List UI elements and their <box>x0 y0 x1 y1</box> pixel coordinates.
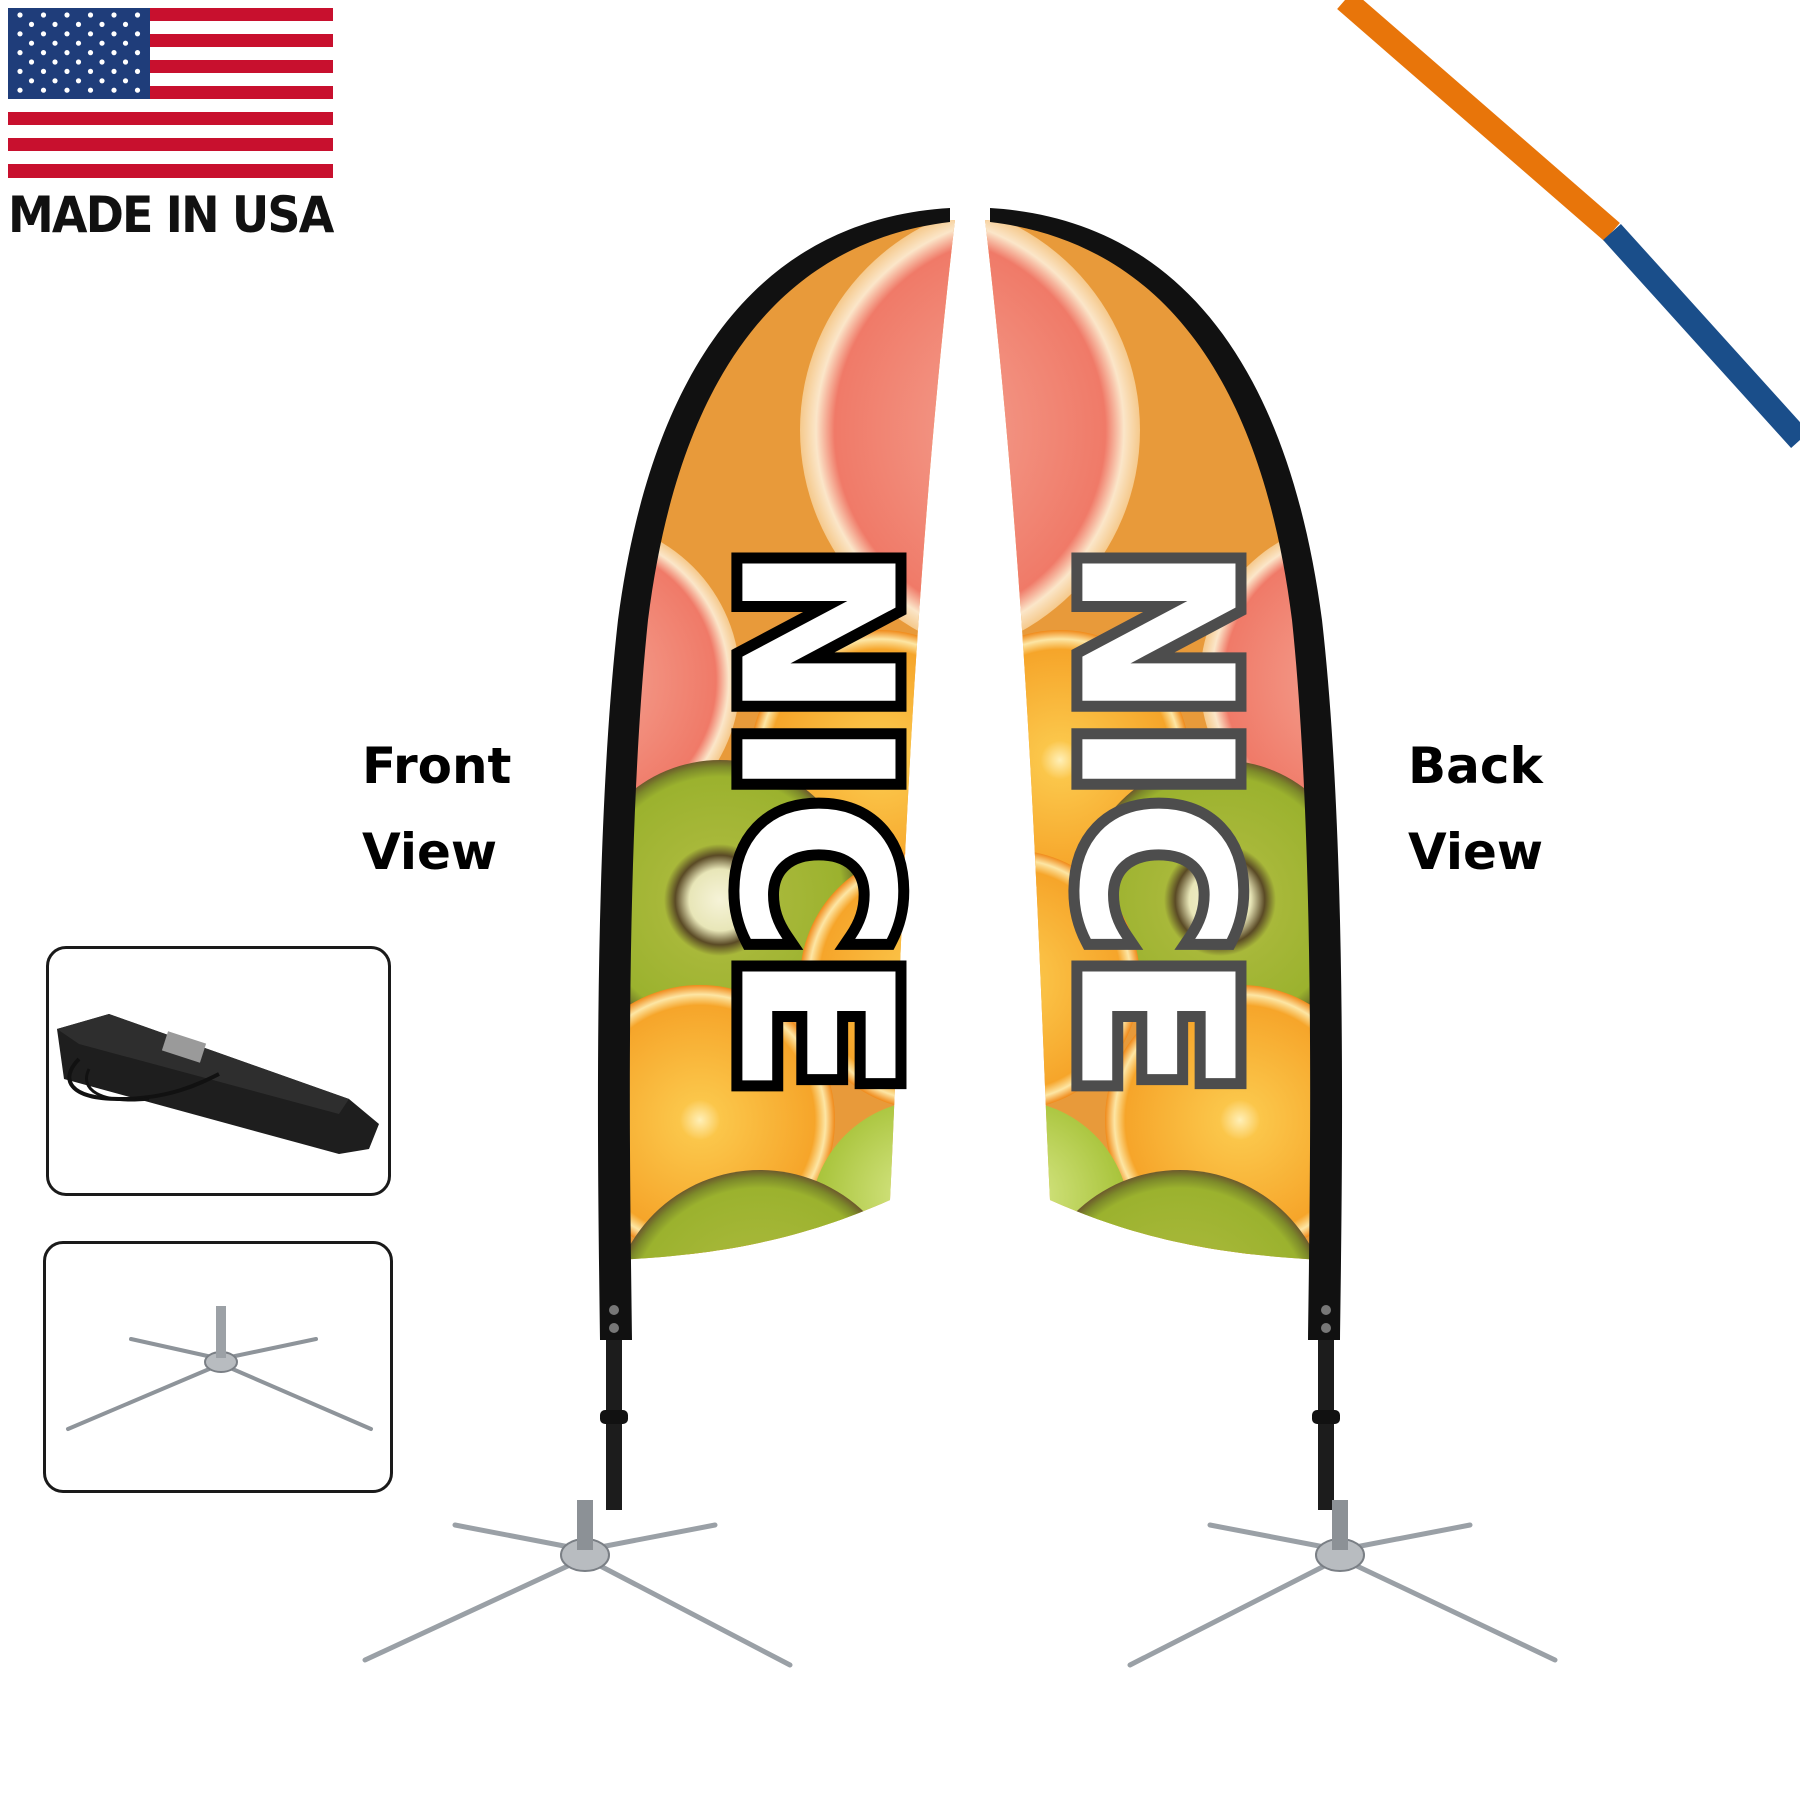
front-view-label-line2: View <box>362 823 498 881</box>
svg-text:NICE: NICE <box>692 544 937 1095</box>
flag-star <box>99 78 105 84</box>
flag-star <box>52 21 58 27</box>
flag-star <box>87 68 94 74</box>
flag-star <box>64 50 70 56</box>
back-view-label-line1: Back <box>1408 737 1543 795</box>
flag-star <box>52 78 58 84</box>
flag-star <box>111 50 117 56</box>
flag-star <box>99 59 105 65</box>
flag-star <box>64 68 70 74</box>
flag-star <box>40 12 47 18</box>
flag-star <box>17 31 23 37</box>
flag-star <box>28 40 35 46</box>
flag-star <box>28 21 35 27</box>
front-view-label-line1: Front <box>362 737 512 795</box>
svg-text:NICE: NICE <box>1032 544 1277 1095</box>
flag-star <box>87 50 94 56</box>
front-view-label: Front View <box>362 723 511 895</box>
flag-star <box>111 12 117 18</box>
flag-star <box>17 68 23 74</box>
flag-star <box>134 87 141 93</box>
cross-base-thumbnail[interactable] <box>43 1241 393 1493</box>
flag-star <box>40 50 47 56</box>
flag-star <box>75 78 82 84</box>
flag-star <box>122 59 129 65</box>
cross-base-icon <box>66 1306 373 1431</box>
back-view-feather-flag: NICE <box>985 208 1343 1510</box>
flag-star <box>40 68 47 74</box>
flag-star <box>28 59 35 65</box>
flag-star <box>28 78 35 84</box>
front-view-feather-flag: NICE <box>597 208 955 1510</box>
carry-bag-icon <box>57 1014 379 1154</box>
flag-star <box>99 40 105 46</box>
flag-star <box>52 59 58 65</box>
made-in-usa-text: MADE IN USA <box>8 186 334 244</box>
flag-star <box>75 40 82 46</box>
flag-star <box>40 31 47 37</box>
flag-star <box>111 87 117 93</box>
flag-star <box>75 21 82 27</box>
back-view-label-line2: View <box>1408 823 1544 881</box>
back-view-label: Back View <box>1408 723 1543 895</box>
back-cross-base <box>1127 1500 1558 1668</box>
front-flag-pole <box>606 1340 622 1510</box>
flag-star <box>134 12 141 18</box>
back-flag-pole <box>1318 1340 1334 1510</box>
flag-star <box>17 50 23 56</box>
flag-star <box>87 31 94 37</box>
front-cross-base <box>362 1500 793 1668</box>
made-in-usa-badge <box>8 8 333 238</box>
flag-star <box>75 59 82 65</box>
flag-star <box>64 87 70 93</box>
us-flag-icon <box>8 8 333 178</box>
flag-star <box>87 87 94 93</box>
front-flag-nice-text: NICE <box>681 533 948 1106</box>
flag-star <box>87 12 94 18</box>
carry-bag-thumbnail[interactable] <box>46 946 391 1196</box>
flag-star <box>122 40 129 46</box>
flag-star <box>52 40 58 46</box>
flag-star <box>122 21 129 27</box>
flag-star <box>64 12 70 18</box>
flag-star <box>99 21 105 27</box>
flag-star <box>134 68 141 74</box>
flag-star <box>134 31 141 37</box>
back-flag-nice-text: NICE <box>1021 533 1288 1106</box>
flag-star <box>122 78 129 84</box>
flag-star <box>64 31 70 37</box>
flag-star <box>17 12 23 18</box>
flag-star <box>17 87 23 93</box>
flag-star <box>111 31 117 37</box>
flag-star <box>134 50 141 56</box>
flag-star <box>111 68 117 74</box>
flag-star <box>40 87 47 93</box>
